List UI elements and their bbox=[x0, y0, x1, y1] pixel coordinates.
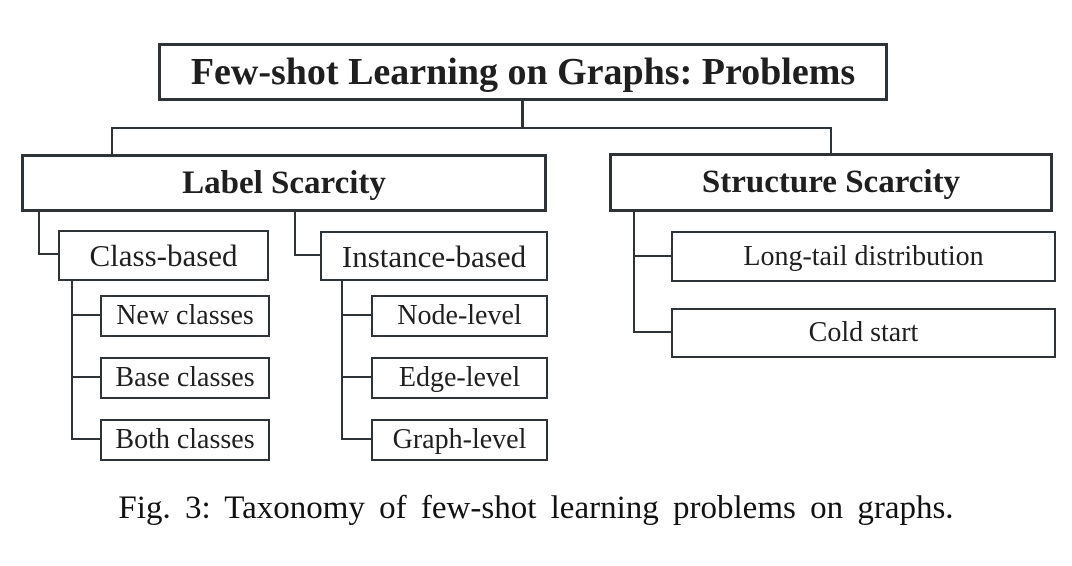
node-graph-level: Graph-level bbox=[371, 419, 548, 461]
figure-caption: Fig. 3: Taxonomy of few-shot learning pr… bbox=[118, 490, 954, 526]
node-label-scarcity: Label Scarcity bbox=[21, 154, 547, 212]
node-class-based: Class-based bbox=[58, 230, 269, 281]
connector-structure-to-cold-start bbox=[633, 212, 671, 333]
node-new-classes: New classes bbox=[100, 295, 270, 337]
connector-level1-bracket bbox=[111, 127, 832, 154]
node-long-tail-distribution: Long-tail distribution bbox=[671, 231, 1056, 282]
node-both-classes: Both classes bbox=[100, 419, 270, 461]
node-cold-start: Cold start bbox=[671, 308, 1056, 358]
node-node-level: Node-level bbox=[371, 295, 548, 337]
node-instance-based: Instance-based bbox=[320, 231, 548, 281]
connector-label-to-instance-based bbox=[294, 212, 320, 256]
node-edge-level: Edge-level bbox=[371, 357, 548, 399]
node-base-classes: Base classes bbox=[100, 357, 270, 399]
node-root-problems: Few-shot Learning on Graphs: Problems bbox=[158, 43, 888, 101]
connector-root-drop bbox=[521, 100, 524, 128]
connector-label-to-class-based bbox=[38, 212, 58, 255]
connector-class-to-both-classes bbox=[71, 281, 100, 440]
node-structure-scarcity: Structure Scarcity bbox=[609, 153, 1053, 212]
connector-instance-to-graph-level bbox=[341, 281, 371, 440]
